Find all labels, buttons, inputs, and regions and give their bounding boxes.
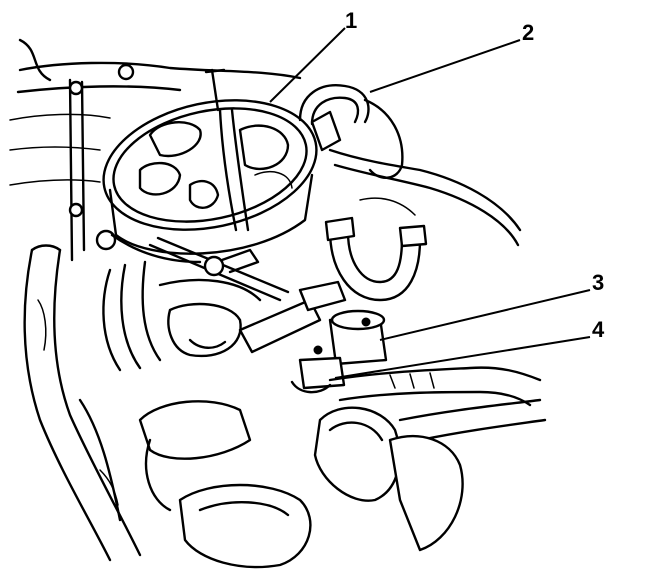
u-hose <box>324 197 428 302</box>
callout-leaders <box>269 27 591 379</box>
callout-3: 3 <box>592 270 604 295</box>
engine-frame-lines <box>9 38 302 262</box>
leader-4 <box>334 336 591 379</box>
sensor-assembly <box>290 309 388 394</box>
callout-4: 4 <box>592 317 605 342</box>
leader-2 <box>369 39 521 93</box>
leader-3 <box>379 289 591 341</box>
callout-1: 1 <box>345 8 357 33</box>
intake-runners <box>102 260 347 372</box>
lower-pipes <box>313 366 547 552</box>
callout-2: 2 <box>522 20 534 45</box>
leader-1 <box>269 27 346 103</box>
throttle-body <box>95 68 318 264</box>
bottom-components <box>78 398 312 569</box>
vacuum-hose-loop <box>298 84 522 247</box>
linkage-rods <box>148 236 290 302</box>
